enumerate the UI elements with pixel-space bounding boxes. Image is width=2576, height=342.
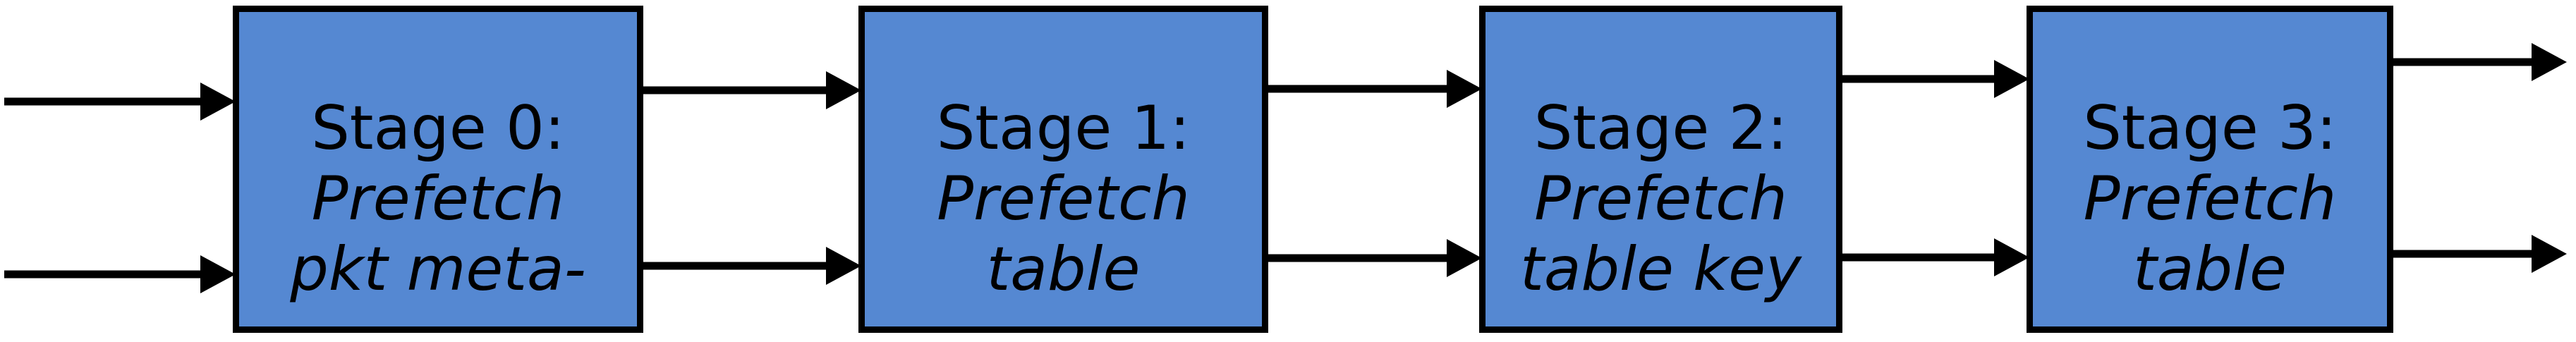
stage-box-0: Stage 0: Prefetch pkt meta- bbox=[233, 6, 643, 333]
stage-title: Stage 2: bbox=[1533, 93, 1788, 164]
arrow-stage0-stage1-bottom bbox=[639, 247, 861, 285]
stage-box-2: Stage 2: Prefetch table key bbox=[1479, 6, 1842, 333]
stage-title: Stage 1: bbox=[936, 93, 1191, 164]
stage-subtitle-line1: Prefetch bbox=[2083, 164, 2337, 234]
stage-subtitle-line1: Prefetch bbox=[311, 164, 565, 234]
arrow-stage1-stage2-bottom bbox=[1264, 239, 1482, 277]
stage-title: Stage 3: bbox=[2083, 93, 2337, 164]
stage-subtitle-line1: Prefetch bbox=[937, 164, 1190, 234]
arrow-output-bottom bbox=[2391, 235, 2567, 273]
stage-subtitle-line1: Prefetch bbox=[1534, 164, 1787, 234]
stage-subtitle-line2: table bbox=[986, 234, 1141, 305]
arrow-stage1-stage2-top bbox=[1264, 70, 1482, 108]
stage-subtitle-line2: table bbox=[2133, 234, 2287, 305]
arrow-stage0-stage1-top bbox=[639, 71, 861, 109]
stage-subtitle-line2: pkt meta- bbox=[290, 234, 586, 305]
arrow-input-bottom bbox=[4, 255, 236, 293]
arrow-stage2-stage3-top bbox=[1838, 60, 2029, 98]
stage-box-1: Stage 1: Prefetch table bbox=[858, 6, 1268, 333]
arrow-stage2-stage3-bottom bbox=[1838, 238, 2029, 276]
stage-subtitle-line2: table key bbox=[1520, 234, 1802, 305]
stage-title: Stage 0: bbox=[311, 93, 565, 164]
stage-box-3: Stage 3: Prefetch table bbox=[2027, 6, 2393, 333]
arrow-output-top bbox=[2391, 43, 2567, 81]
arrow-input-top bbox=[4, 83, 236, 121]
